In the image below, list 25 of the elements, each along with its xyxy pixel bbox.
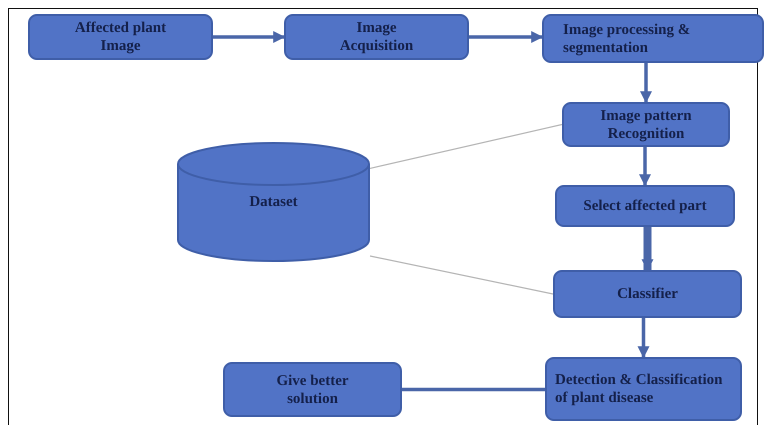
arrow	[642, 227, 654, 272]
connector-line	[370, 124, 562, 169]
node-label: Give better solution	[275, 372, 350, 408]
arrow	[639, 147, 651, 186]
node-label: Dataset	[249, 193, 298, 211]
node-label: Image processing & segmentation	[563, 20, 692, 56]
process-box	[542, 14, 764, 63]
process-box	[284, 14, 469, 60]
process-box	[562, 102, 730, 147]
arrow	[469, 31, 544, 43]
arrow	[638, 318, 650, 358]
process-box	[545, 357, 742, 421]
node-label: Classifier	[617, 285, 678, 303]
node-label: Image pattern Recognition	[599, 106, 693, 142]
node-label: Affected plant Image	[74, 19, 168, 55]
connector-line	[370, 255, 554, 295]
process-box	[555, 185, 735, 227]
process-box	[223, 362, 402, 417]
arrow	[213, 31, 286, 43]
process-box	[28, 14, 213, 60]
arrow	[640, 63, 652, 104]
node-label: Detection & Classification of plant disease	[555, 371, 724, 407]
node-label: Select affected part	[583, 197, 707, 215]
process-box	[553, 270, 742, 318]
node-label: Image Acquisition	[338, 19, 414, 55]
